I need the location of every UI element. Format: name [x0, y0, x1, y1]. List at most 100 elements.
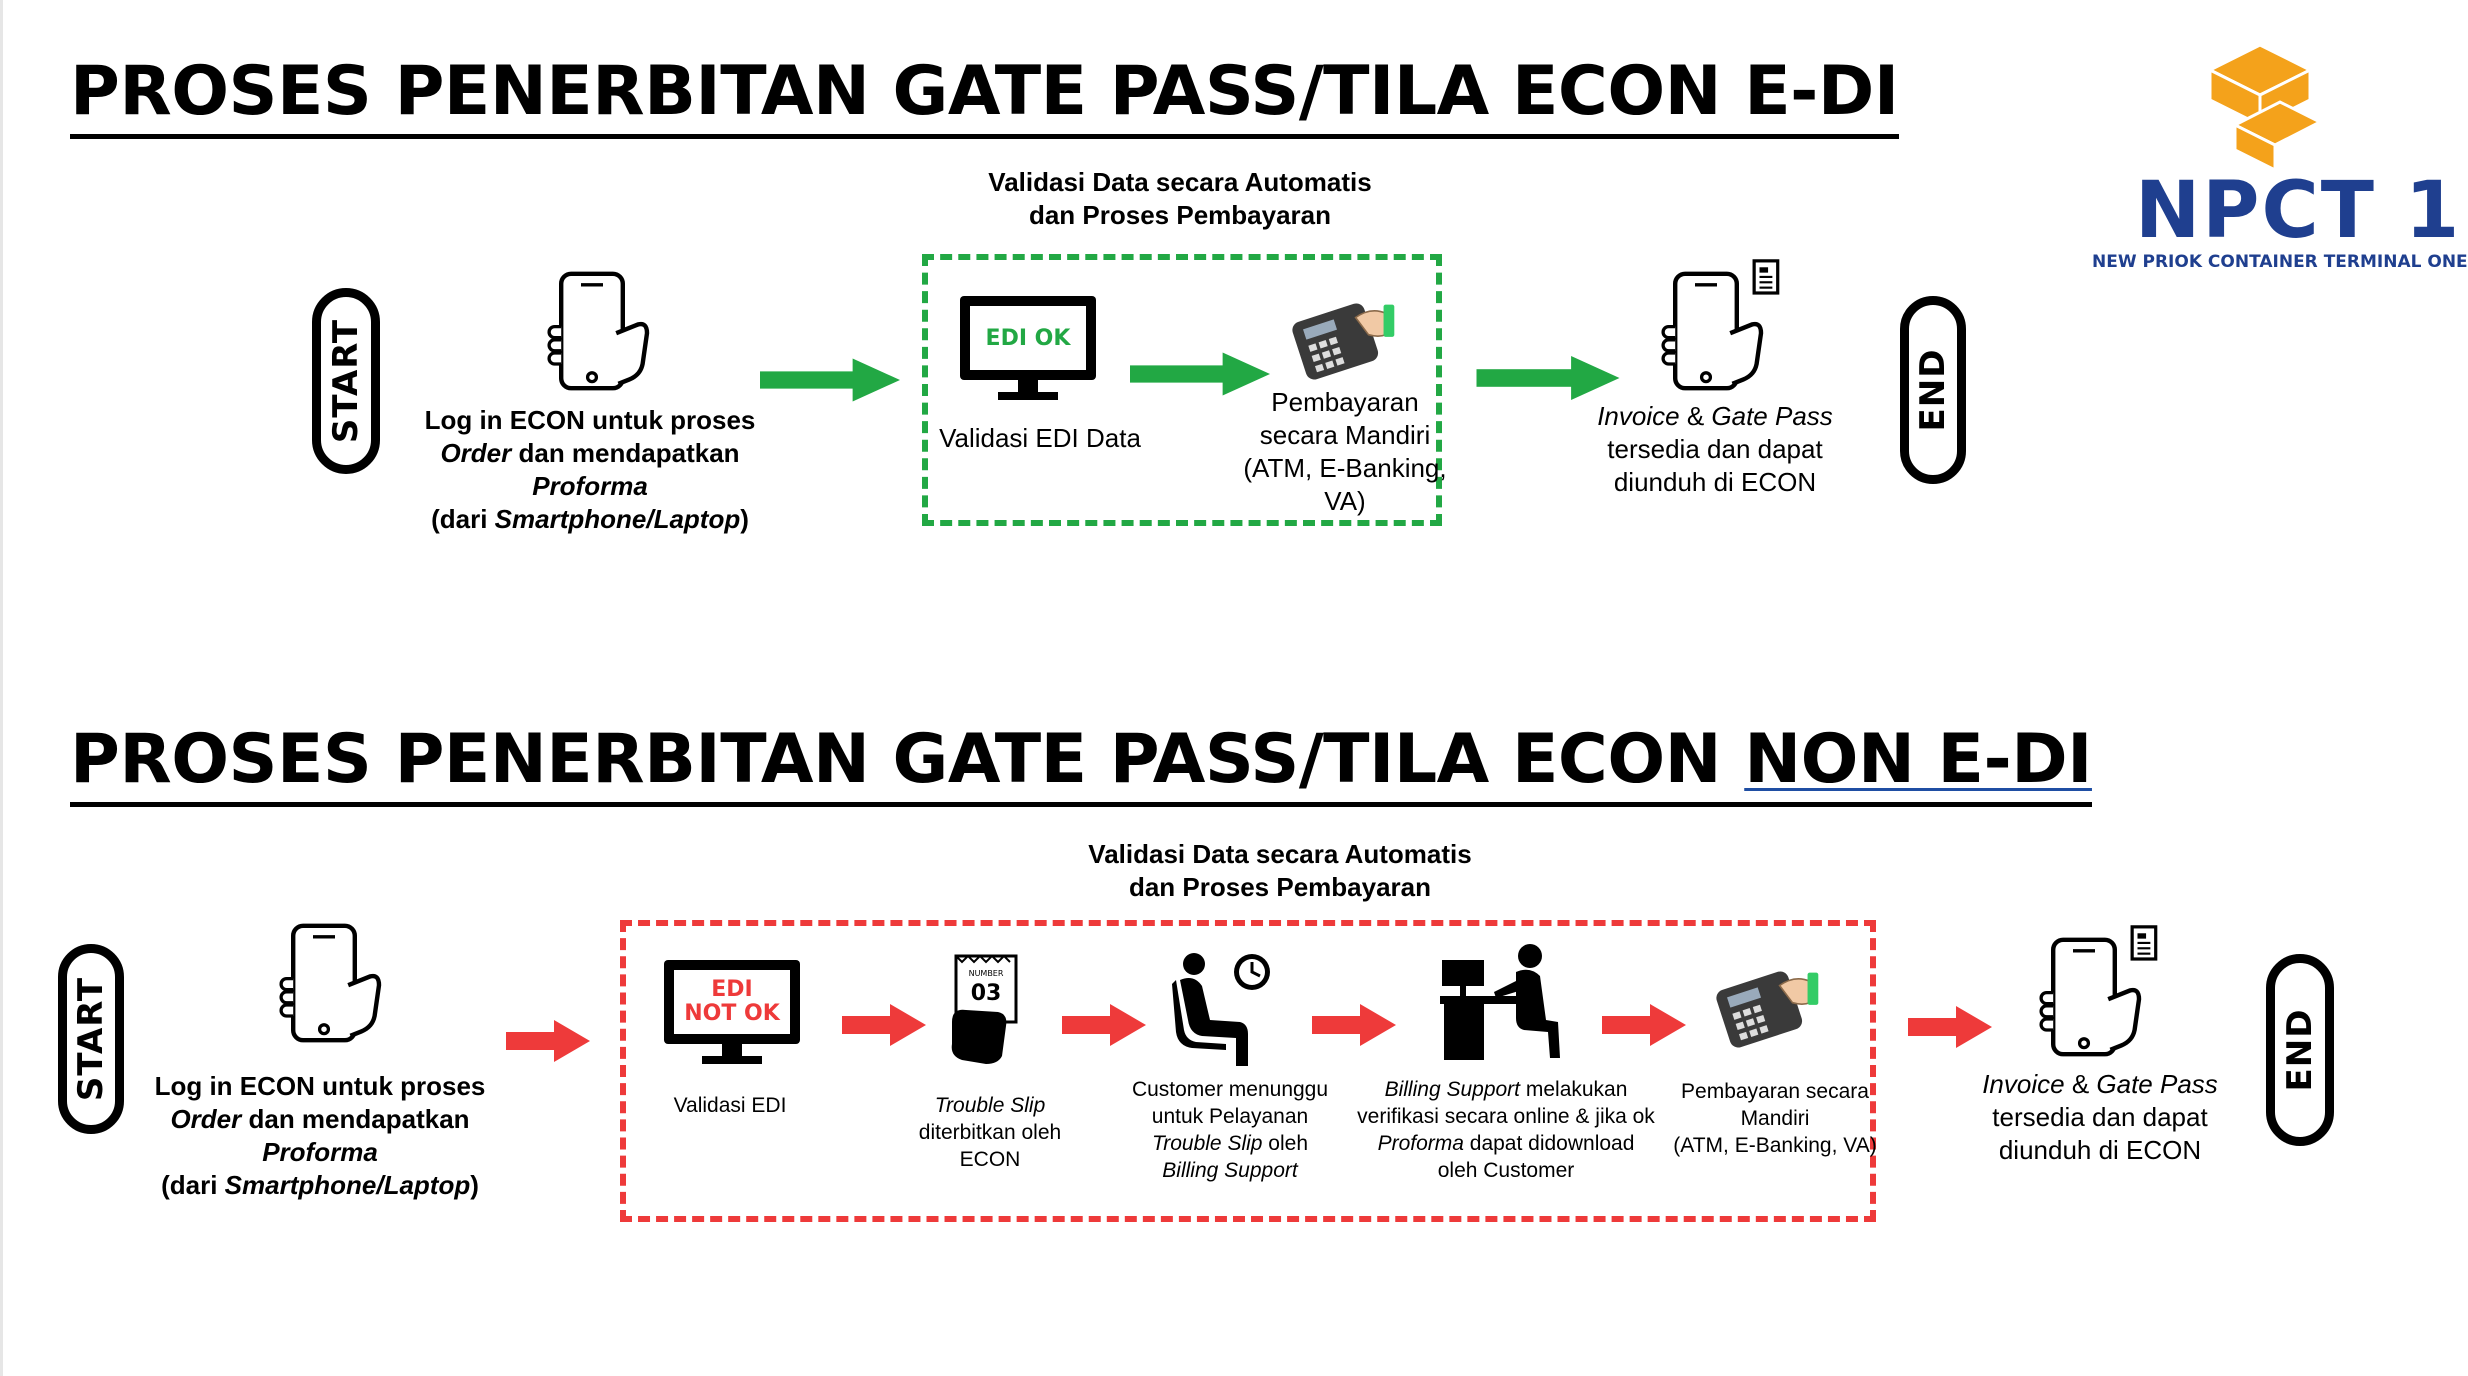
- payment-line3: (ATM, E-Banking,: [1243, 453, 1447, 483]
- waiting-customer-icon: [1172, 953, 1270, 1066]
- waiting-line2: untuk Pelayanan: [1151, 1105, 1309, 1128]
- flow-arrow: [1908, 1006, 1992, 1048]
- billing-support-icon: [1440, 944, 1560, 1060]
- trouble-slip-line3: ECON: [959, 1148, 1021, 1171]
- ticket-number: 03: [971, 981, 1002, 1006]
- device-word: Smartphone/Laptop: [224, 1170, 471, 1200]
- order-rest: dan mendapatkan: [241, 1104, 470, 1134]
- monitor-icon: EDI OK: [960, 296, 1096, 400]
- invoice-word: Invoice: [1597, 401, 1680, 431]
- waiting-line3: Trouble Slip oleh: [1110, 1130, 1350, 1157]
- flow-arrow: [1602, 1004, 1686, 1046]
- section1-title: PROSES PENERBITAN GATE PASS/TILA ECON E-…: [70, 52, 1899, 139]
- group-label-line2: dan Proses Pembayaran: [1028, 200, 1332, 230]
- edi-ok-text: EDI OK: [970, 306, 1086, 370]
- section2-title-highlight: NON E-DI: [1744, 720, 2092, 799]
- step-login-line4: (dari Smartphone/Laptop): [120, 1169, 520, 1202]
- edi-not-ok-text: EDI NOT OK: [674, 970, 790, 1034]
- not-ok-word: NOT OK: [684, 1001, 780, 1026]
- trouble-slip-line2: diterbitkan oleh: [918, 1121, 1062, 1144]
- step-payment: Pembayaran secara Mandiri (ATM, E-Bankin…: [1230, 386, 1460, 518]
- download-word: dapat didownload: [1463, 1132, 1635, 1155]
- payment-line1: Pembayaran: [1271, 387, 1419, 417]
- invoice-word: Invoice: [1982, 1069, 2065, 1099]
- paren-close: ): [470, 1170, 479, 1200]
- amp: &: [2064, 1069, 2097, 1099]
- step-login-line3: Proforma: [532, 471, 648, 501]
- trouble-slip-line1: Trouble Slip: [934, 1094, 1046, 1117]
- payment-terminal-icon: [1289, 300, 1396, 383]
- payment-line2: Mandiri: [1740, 1107, 1810, 1130]
- smartphone-icon: [280, 920, 390, 1046]
- queue-ticket-icon: NUMBER 03: [951, 954, 1018, 1064]
- paren-open: (dari: [161, 1170, 225, 1200]
- step-login-line1: Log in ECON untuk proses: [424, 405, 756, 435]
- gatepass-line2: tersedia dan dapat: [1607, 434, 1823, 464]
- gate-pass-word: Gate Pass: [1711, 401, 1833, 431]
- order-word: Order: [440, 438, 512, 468]
- group-label: Validasi Data secara Automatis dan Prose…: [1060, 838, 1500, 904]
- step-billing-support-verify: Billing Support melakukan verifikasi sec…: [1346, 1076, 1666, 1184]
- step-login-line4: (dari Smartphone/Laptop): [390, 503, 790, 536]
- step-customer-waiting: Customer menunggu untuk Pelayanan Troubl…: [1110, 1076, 1350, 1184]
- paren-close: ): [740, 504, 749, 534]
- gatepass-line3: diunduh di ECON: [1613, 467, 1817, 497]
- verify-line3: Proforma dapat didownload: [1346, 1130, 1666, 1157]
- document-icon: [2130, 925, 2158, 961]
- group-label-line1: Validasi Data secara Automatis: [1088, 839, 1472, 869]
- group-label-line1: Validasi Data secara Automatis: [988, 167, 1372, 197]
- gatepass-line3: diunduh di ECON: [1998, 1135, 2202, 1165]
- gatepass-line1: Invoice & Gate Pass: [1940, 1068, 2260, 1101]
- waiting-line1: Customer menunggu: [1131, 1078, 1329, 1101]
- step-login-econ: Log in ECON untuk proses Order dan menda…: [390, 404, 790, 536]
- gatepass-line1: Invoice & Gate Pass: [1560, 400, 1870, 433]
- melakukan-word: melakukan: [1520, 1078, 1628, 1101]
- logo-name: NPCT 1: [2135, 166, 2462, 256]
- document-icon: [1752, 259, 1780, 295]
- step-validate-edi: Validasi EDI: [673, 1094, 787, 1117]
- end-terminal: END: [1900, 296, 1966, 484]
- step-login-line3: Proforma: [262, 1137, 378, 1167]
- edi-word: EDI: [711, 977, 753, 1002]
- flow-arrow: [760, 358, 900, 402]
- step-gate-pass-available: Invoice & Gate Pass tersedia dan dapat d…: [1940, 1068, 2260, 1167]
- npct1-logo-mark: [2206, 43, 2324, 173]
- flow-arrow: [1062, 1004, 1146, 1046]
- order-rest: dan mendapatkan: [511, 438, 740, 468]
- flow-arrow: [1312, 1004, 1396, 1046]
- step-payment: Pembayaran secara Mandiri (ATM, E-Bankin…: [1660, 1078, 1890, 1159]
- device-word: Smartphone/Laptop: [494, 504, 741, 534]
- payment-line3: (ATM, E-Banking, VA): [1673, 1134, 1877, 1157]
- step-validate-edi: Validasi EDI Data: [939, 423, 1141, 453]
- start-label: START: [71, 976, 111, 1102]
- smartphone-icon: [548, 268, 658, 394]
- automated-validation-group: [922, 254, 1442, 526]
- step-gate-pass-available: Invoice & Gate Pass tersedia dan dapat d…: [1560, 400, 1870, 499]
- slide-edge: [0, 0, 3, 1376]
- billing-support-word: Billing Support: [1384, 1078, 1521, 1101]
- start-terminal: START: [58, 944, 124, 1134]
- flow-arrow: [506, 1020, 590, 1062]
- group-label: Validasi Data secara Automatis dan Prose…: [960, 166, 1400, 232]
- section2-title: PROSES PENERBITAN GATE PASS/TILA ECON NO…: [70, 720, 2092, 807]
- step-login-econ: Log in ECON untuk proses Order dan menda…: [120, 1070, 520, 1202]
- payment-terminal-icon: [1713, 968, 1820, 1051]
- section2-title-main: PROSES PENERBITAN GATE PASS/TILA ECON: [70, 720, 1745, 799]
- step-login-line2: Order dan mendapatkan: [120, 1103, 520, 1136]
- gate-pass-word: Gate Pass: [2096, 1069, 2218, 1099]
- trouble-slip-word: Trouble Slip: [1151, 1132, 1263, 1155]
- verify-line2: verifikasi secara online & jika ok: [1357, 1105, 1655, 1128]
- proforma-word: Proforma: [1377, 1132, 1464, 1155]
- waiting-line4: Billing Support: [1162, 1159, 1298, 1182]
- step-login-line1: Log in ECON untuk proses: [154, 1071, 486, 1101]
- step-login-line2: Order dan mendapatkan: [390, 437, 790, 470]
- manual-validation-group: [620, 920, 1876, 1222]
- group-label-line2: dan Proses Pembayaran: [1128, 872, 1432, 902]
- end-label: END: [2280, 1008, 2320, 1092]
- logo-tagline: NEW PRIOK CONTAINER TERMINAL ONE: [2092, 252, 2468, 272]
- flow-arrow: [842, 1004, 926, 1046]
- payment-line1: Pembayaran secara: [1681, 1080, 1869, 1103]
- paren-open: (dari: [431, 504, 495, 534]
- order-word: Order: [170, 1104, 242, 1134]
- start-label: START: [326, 318, 366, 444]
